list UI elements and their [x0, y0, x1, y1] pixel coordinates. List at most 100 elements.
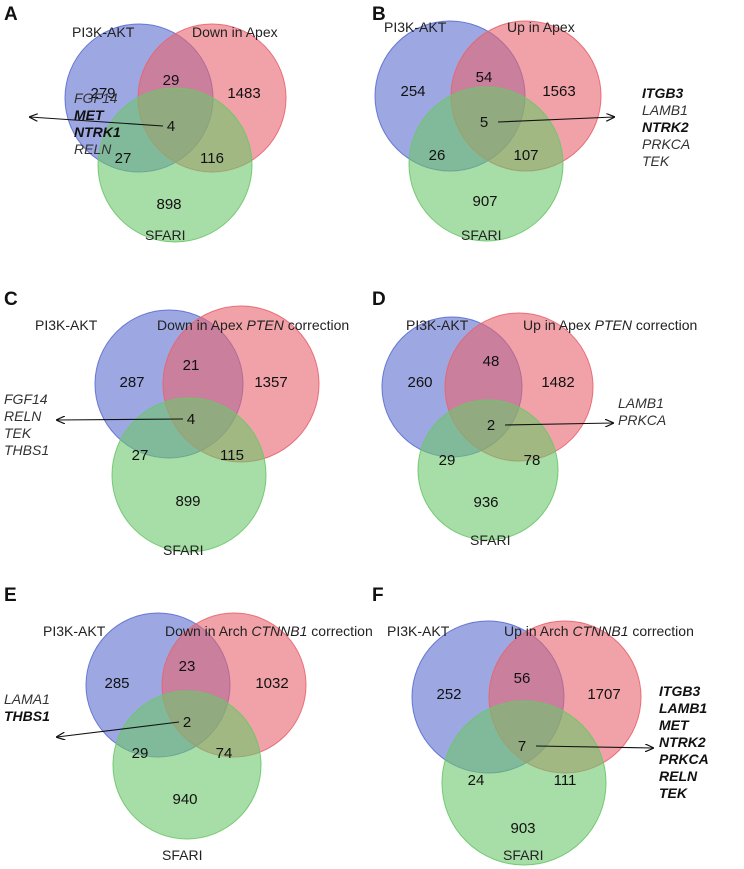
- count-b-only: 1357: [254, 374, 287, 391]
- set-label-expression: Down in Apex: [192, 24, 278, 40]
- gene-label: MET: [74, 107, 105, 123]
- count-abc: 4: [187, 411, 195, 428]
- count-b-only: 1563: [542, 83, 575, 100]
- set-label-gene-name: PTEN: [595, 317, 633, 333]
- venn-panel-d: D PI3K-AKT Up in Apex PTEN correctionSFARI…: [372, 289, 697, 548]
- venn-panel-e: E PI3K-AKT Down in Arch CTNNB1 correctionS…: [4, 585, 373, 863]
- set-label-sfari: SFARI: [470, 532, 510, 548]
- set-label-expression: Up in Apex PTEN correction: [523, 317, 697, 333]
- set-label-sfari: SFARI: [163, 542, 203, 558]
- gene-label: RELN: [74, 141, 112, 157]
- count-ab: 23: [179, 658, 196, 675]
- set-label-expression-main: Down in Apex: [157, 317, 247, 333]
- set-label-pi3k-akt: PI3K-AKT: [43, 623, 106, 639]
- count-ac: 27: [115, 150, 132, 167]
- count-ac: 29: [132, 745, 149, 762]
- set-label-suffix: correction: [629, 623, 694, 639]
- arrow: [30, 117, 164, 127]
- count-ab: 56: [514, 670, 531, 687]
- arrow: [497, 117, 614, 123]
- set-label-expression-main: Up in Apex: [523, 317, 595, 333]
- arrow: [535, 746, 653, 748]
- set-label-gene-name: PTEN: [247, 317, 285, 333]
- set-label-gene-name: CTNNB1: [572, 623, 628, 639]
- panel-letter: E: [4, 585, 17, 606]
- set-label-pi3k-akt: PI3K-AKT: [406, 317, 469, 333]
- count-bc: 74: [216, 745, 233, 762]
- count-bc: 111: [554, 772, 577, 789]
- count-abc: 2: [183, 714, 191, 731]
- count-ac: 27: [132, 447, 149, 464]
- gene-label: TEK: [642, 153, 670, 169]
- gene-label: FGF14: [4, 391, 48, 407]
- count-ab: 54: [476, 69, 493, 86]
- arrow: [57, 721, 180, 737]
- count-abc: 4: [167, 118, 175, 135]
- count-abc: 7: [518, 738, 526, 755]
- count-a-only: 287: [119, 374, 144, 391]
- gene-label: LAMA1: [4, 691, 50, 707]
- panel-letter: F: [372, 585, 384, 606]
- count-bc: 115: [220, 447, 244, 464]
- set-label-sfari: SFARI: [461, 227, 501, 243]
- count-a-only: 285: [104, 675, 129, 692]
- set-label-sfari: SFARI: [145, 227, 185, 243]
- gene-label: NTRK2: [659, 734, 706, 750]
- count-a-only: 254: [400, 83, 425, 100]
- gene-label: PRKCA: [618, 412, 666, 428]
- count-a-only: 279: [90, 85, 115, 102]
- panel-letter: D: [372, 289, 386, 310]
- count-bc: 107: [513, 147, 538, 164]
- count-a-only: 252: [436, 686, 461, 703]
- gene-label: PRKCA: [659, 751, 709, 767]
- venn-panel-c: C PI3K-AKT Down in Apex PTEN correctionSFA…: [4, 289, 349, 558]
- count-ac: 26: [429, 147, 446, 164]
- panel-letter: B: [372, 4, 386, 25]
- set-label-expression: Up in Arch CTNNB1 correction: [504, 623, 694, 639]
- gene-label: NTRK2: [642, 119, 689, 135]
- set-label-pi3k-akt: PI3K-AKT: [384, 19, 447, 35]
- set-label-pi3k-akt: PI3K-AKT: [387, 623, 450, 639]
- venn-panel-f: F PI3K-AKT Up in Arch CTNNB1 correctionSFA…: [372, 585, 709, 866]
- count-ab: 29: [163, 72, 180, 89]
- count-b-only: 1483: [227, 85, 260, 102]
- set-label-pi3k-akt: PI3K-AKT: [72, 24, 135, 40]
- set-label-sfari: SFARI: [162, 847, 202, 863]
- gene-label: FGF14: [74, 90, 118, 106]
- panel-letter: C: [4, 289, 18, 310]
- circle-sfari: [441, 700, 607, 866]
- set-label-sfari: SFARI: [503, 847, 543, 863]
- count-c-only: 898: [156, 196, 181, 213]
- set-label-suffix: correction: [284, 317, 349, 333]
- gene-label: LAMB1: [618, 395, 664, 411]
- gene-label: TEK: [4, 425, 32, 441]
- count-b-only: 1482: [541, 374, 574, 391]
- gene-label: THBS1: [4, 442, 49, 458]
- count-c-only: 903: [510, 820, 535, 837]
- gene-label: TEK: [659, 785, 688, 801]
- count-c-only: 940: [172, 791, 197, 808]
- count-a-only: 260: [407, 374, 432, 391]
- arrow: [504, 423, 613, 425]
- circle-sfari: [111, 397, 267, 553]
- set-label-expression-main: Down in Apex: [192, 24, 278, 40]
- count-c-only: 936: [473, 494, 498, 511]
- set-label-expression: Up in Apex: [507, 19, 575, 35]
- gene-label: LAMB1: [642, 102, 688, 118]
- count-abc: 2: [487, 417, 495, 434]
- gene-label: LAMB1: [659, 700, 707, 716]
- gene-label: THBS1: [4, 708, 50, 724]
- set-label-pi3k-akt: PI3K-AKT: [35, 317, 98, 333]
- gene-label: RELN: [659, 768, 698, 784]
- gene-label: NTRK1: [74, 124, 121, 140]
- gene-label: RELN: [4, 408, 42, 424]
- set-label-expression-main: Up in Arch: [504, 623, 572, 639]
- panel-letter: A: [4, 4, 18, 25]
- set-label-suffix: correction: [632, 317, 697, 333]
- set-label-expression: Down in Arch CTNNB1 correction: [165, 623, 373, 639]
- set-label-expression: Down in Apex PTEN correction: [157, 317, 349, 333]
- circle-sfari: [112, 690, 262, 840]
- count-bc: 116: [200, 150, 224, 167]
- count-abc: 5: [480, 114, 488, 131]
